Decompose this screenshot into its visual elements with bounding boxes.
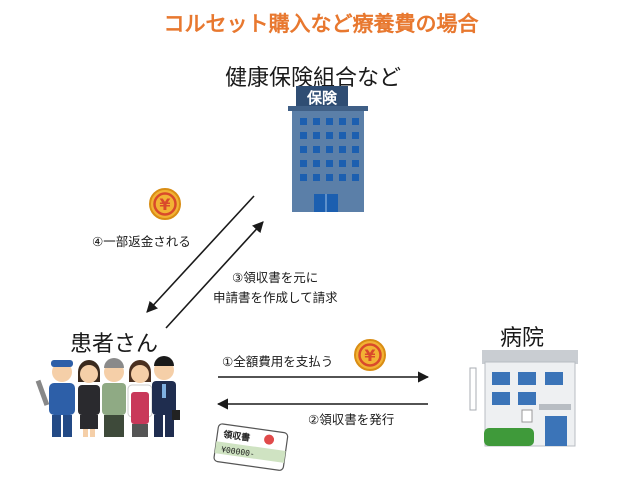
hospital-building-icon bbox=[469, 350, 578, 447]
insurer-building-icon bbox=[288, 86, 368, 212]
claim-label-line1: ③領収書を元に bbox=[232, 270, 319, 285]
yen-coin-icon bbox=[149, 188, 181, 220]
yen-coin-icon-2 bbox=[354, 339, 386, 371]
refund-arrow bbox=[146, 195, 255, 313]
yen-coin-symbol-2: ¥ bbox=[364, 346, 375, 365]
receipt-card-icon: 領収書 ¥00000- bbox=[213, 423, 289, 471]
claim-label-line2: 申請書を作成して請求 bbox=[213, 290, 338, 305]
receipt-label: ②領収書を発行 bbox=[308, 412, 395, 427]
insurer-sign-text: 保険 bbox=[306, 89, 338, 107]
page-title: コルセット購入など療養費の場合 bbox=[163, 12, 479, 36]
patient-label: 患者さん bbox=[70, 332, 159, 357]
yen-coin-symbol: ¥ bbox=[159, 195, 170, 214]
hospital-label: 病院 bbox=[500, 326, 545, 351]
patients-group-icon bbox=[35, 356, 180, 437]
pay-label: ①全額費用を支払う bbox=[222, 354, 334, 369]
receipt-card-title: 領収書 bbox=[223, 428, 251, 444]
refund-label: ④一部返金される bbox=[92, 234, 191, 249]
claim-arrow bbox=[165, 221, 264, 329]
